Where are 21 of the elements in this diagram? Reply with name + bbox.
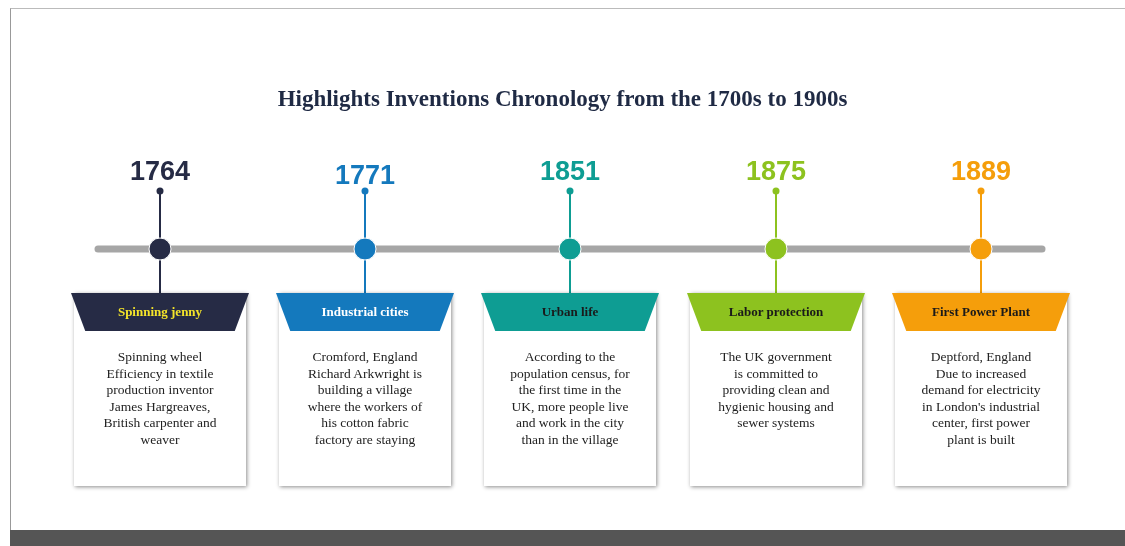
heading-banner: Urban life — [481, 293, 659, 331]
event-card — [279, 293, 451, 486]
year-label: 1771 — [333, 160, 397, 191]
event-description: The UK government is committed to providing clean and hygienic housing and sewer systems — [717, 349, 835, 432]
event-card — [74, 293, 246, 486]
event-card — [895, 293, 1067, 486]
event-description: Deptford, England Due to increased demand for electricity in London's industrial center, first power plant is built — [921, 349, 1041, 448]
title: Highlights Inventions Chronology from the 1700s to 1900s — [276, 86, 849, 112]
heading-banner: Spinning jenny — [71, 293, 249, 331]
heading-banner: Labor protection — [687, 293, 865, 331]
year-label: 1851 — [538, 156, 602, 187]
year-label: 1875 — [744, 156, 808, 187]
year-label: 1889 — [949, 156, 1013, 187]
event-card — [690, 293, 862, 486]
event-description: According to the population census, for the first time in the UK, more people live and work in the city than in the village — [510, 349, 630, 448]
event-description: Cromford, England Richard Arkwright is building a village where the workers of his cotton fabric factory are staying — [306, 349, 424, 448]
year-label: 1764 — [128, 156, 192, 187]
heading-banner: Industrial cities — [276, 293, 454, 331]
heading-banner: First Power Plant — [892, 293, 1070, 331]
event-card — [484, 293, 656, 486]
event-description: Spinning wheel Efficiency in textile production inventor James Hargreaves, British carpenter and weaver — [102, 349, 218, 448]
